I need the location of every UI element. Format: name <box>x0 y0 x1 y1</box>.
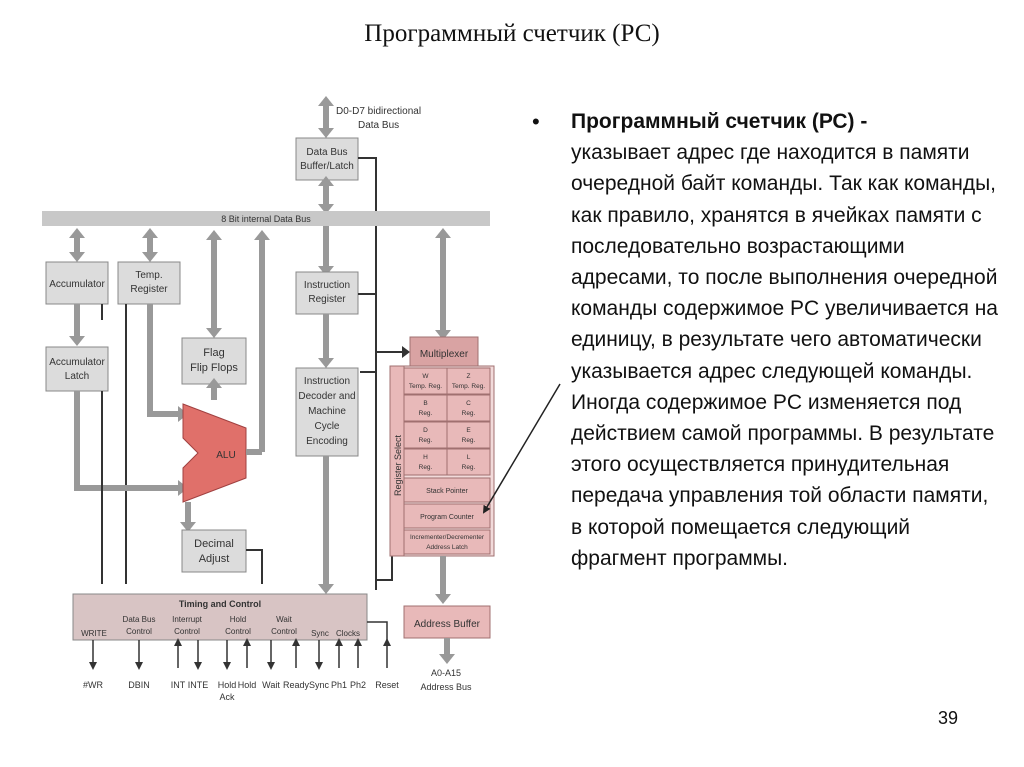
signal-arrow <box>174 638 182 646</box>
signal-arrow <box>354 638 362 646</box>
signal-label: Ph2 <box>350 680 366 690</box>
pointer-arrow <box>482 383 561 514</box>
bullet-text: Программный счетчик (РС) - указывает адре… <box>571 106 1001 574</box>
signal-arrow <box>383 638 391 646</box>
signal-arrow <box>292 638 300 646</box>
timing-group-label: Sync <box>311 629 329 638</box>
register-cell <box>403 448 448 476</box>
signal-label: Ph1 <box>331 680 347 690</box>
program-counter-block <box>403 503 491 529</box>
slide-title: Программный счетчик (РС) <box>364 20 660 47</box>
svg-text:Stack Pointer: Stack Pointer <box>426 488 468 495</box>
register-cell <box>403 421 448 449</box>
stack-pointer-block <box>403 477 491 503</box>
timing-control-block <box>72 593 368 641</box>
timing-group-label: WRITE <box>81 629 107 638</box>
instruction-decoder-block <box>295 367 359 457</box>
register-select-label: Register Select <box>393 434 403 496</box>
signal-arrow <box>243 638 251 646</box>
bullet-term: Программный счетчик (РС) - <box>571 110 868 133</box>
signal-label: DBIN <box>128 680 150 690</box>
alu-block <box>182 403 247 503</box>
svg-text:Multiplexer: Multiplexer <box>420 349 469 360</box>
timing-group-label: Clocks <box>336 629 360 638</box>
register-cell <box>446 448 491 476</box>
signal-arrow <box>89 662 97 670</box>
page-number: 39 <box>938 708 959 728</box>
accumulator-latch-block <box>45 346 109 392</box>
internal-data-bus <box>42 211 490 226</box>
signal-label: Hold <box>238 680 257 690</box>
bullet-body: указывает адрес где находится в памяти о… <box>571 141 998 570</box>
signal-label: Ready <box>283 680 310 690</box>
register-cell <box>403 394 448 422</box>
signal-arrow <box>335 638 343 646</box>
decimal-adjust-block <box>181 529 247 573</box>
signal-arrow <box>267 662 275 670</box>
signal-arrow <box>223 662 231 670</box>
svg-text:Program Counter: Program Counter <box>420 514 474 521</box>
svg-text:Address Buffer: Address Buffer <box>414 619 481 630</box>
multiplexer-block <box>409 336 479 370</box>
register-cell <box>403 367 448 395</box>
svg-text:Timing and Control: Timing and Control <box>179 599 261 609</box>
signal-label: INTE <box>188 680 209 690</box>
address-buffer-block <box>403 605 491 639</box>
data-bus-buffer-block <box>295 137 359 181</box>
signal-label: #WR <box>83 680 104 690</box>
temp-register-block <box>117 261 181 305</box>
signal-label: Sync <box>309 680 330 690</box>
svg-text:8 Bit internal Data Bus: 8 Bit internal Data Bus <box>221 214 311 224</box>
inc-dec-latch-block <box>403 529 491 555</box>
signal-arrow <box>135 662 143 670</box>
register-cell <box>446 367 491 395</box>
signal-label: Reset <box>375 680 399 690</box>
signal-label: INT <box>171 680 186 690</box>
bullet-marker: • <box>532 109 540 134</box>
register-cell <box>446 421 491 449</box>
signal-label: Wait <box>262 680 280 690</box>
signal-arrow <box>194 662 202 670</box>
svg-text:Temp.Register: Temp.Register <box>130 270 168 295</box>
svg-text:ALU: ALU <box>216 450 235 461</box>
flag-flip-flops-block <box>181 337 247 385</box>
svg-text:Accumulator: Accumulator <box>49 279 105 290</box>
instruction-register-block <box>295 271 359 315</box>
register-cell <box>446 394 491 422</box>
signal-arrow <box>315 662 323 670</box>
